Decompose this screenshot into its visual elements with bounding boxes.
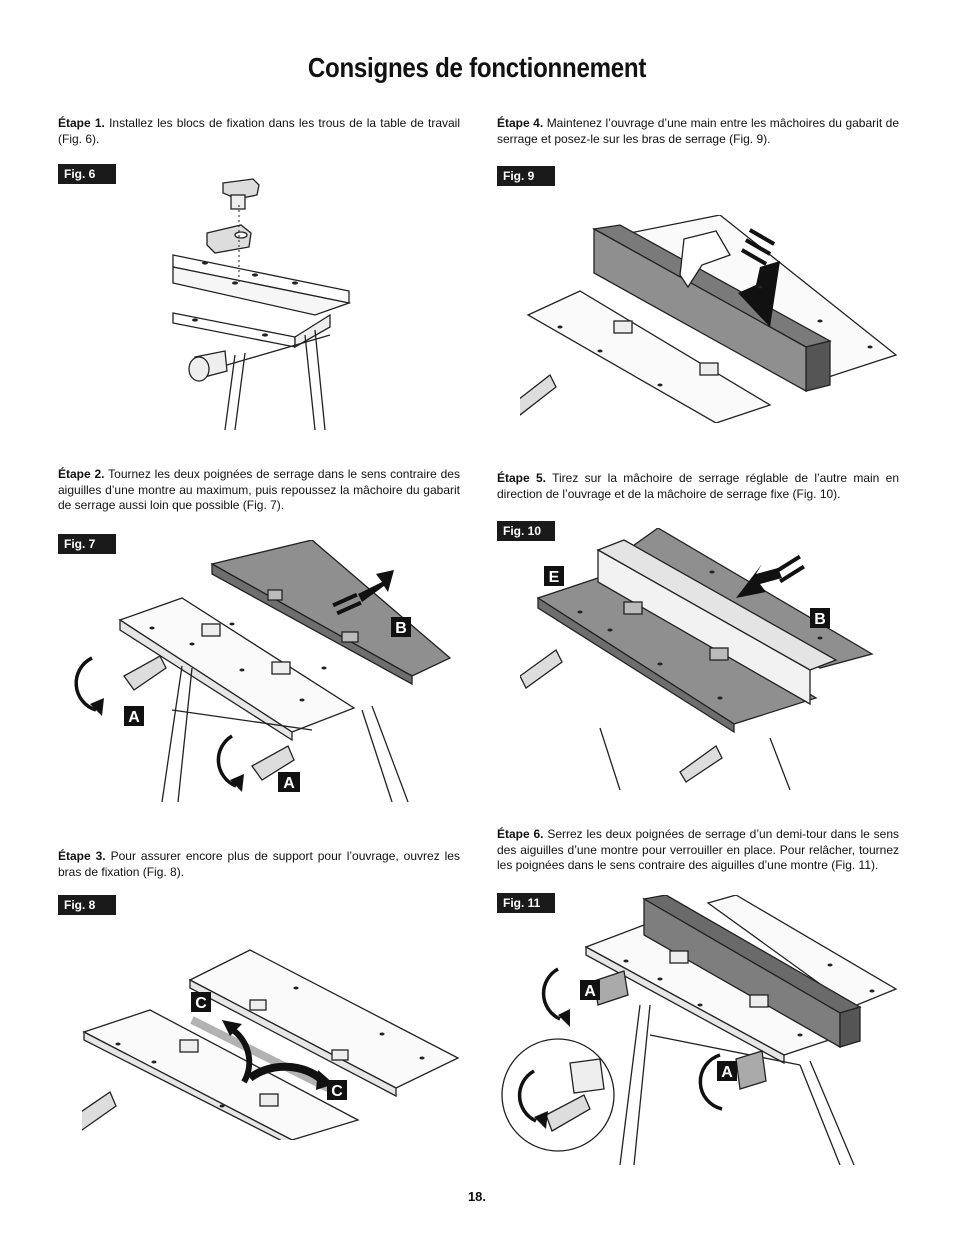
step-6: Étape 6. Serrez les deux poignées de ser… xyxy=(497,827,899,874)
step-1-label: Étape 1. xyxy=(58,116,105,130)
fig-10-callout-b: B xyxy=(814,611,826,628)
step-1: Étape 1. Installez les blocs de fixation… xyxy=(58,116,460,147)
step-4-label: Étape 4. xyxy=(497,116,544,130)
fig-9-illustration xyxy=(520,215,900,423)
fig-7-callout-a1: A xyxy=(128,709,140,726)
step-3: Étape 3. Pour assurer encore plus de sup… xyxy=(58,849,460,880)
fig-10-label: Fig. 10 xyxy=(497,521,555,541)
step-4-text: Maintenez l’ouvrage d’une main entre les… xyxy=(497,116,899,146)
fig-6-illustration xyxy=(165,175,355,430)
step-6-text: Serrez les deux poignées de serrage d’un… xyxy=(497,827,899,872)
fig-6-label: Fig. 6 xyxy=(58,164,116,184)
fig-7-callout-a2: A xyxy=(283,775,295,792)
fig-11-callout-a1: A xyxy=(584,983,596,1000)
step-2: Étape 2. Tournez les deux poignées de se… xyxy=(58,467,460,514)
step-5-label: Étape 5. xyxy=(497,471,547,485)
fig-11-illustration: A A xyxy=(500,895,900,1165)
step-1-text: Installez les blocs de fixation dans les… xyxy=(58,116,461,146)
fig-7-illustration: B A A xyxy=(62,540,454,802)
step-4: Étape 4. Maintenez l’ouvrage d’une main … xyxy=(497,116,899,147)
fig-10-callout-e: E xyxy=(549,569,560,586)
fig-7-label: Fig. 7 xyxy=(58,534,116,554)
fig-11-callout-a2: A xyxy=(721,1064,733,1081)
page-title: Consignes de fonctionnement xyxy=(307,52,647,83)
step-3-label: Étape 3. xyxy=(58,849,106,863)
fig-10-illustration: E B xyxy=(520,528,900,790)
page-number: 18. xyxy=(467,1189,487,1204)
fig-7-callout-b: B xyxy=(395,620,407,637)
fig-8-illustration: C C xyxy=(82,940,460,1140)
fig-11-label: Fig. 11 xyxy=(497,893,555,913)
fig-9-label: Fig. 9 xyxy=(497,166,555,186)
step-2-text: Tournez les deux poignées de serrage dan… xyxy=(58,467,460,512)
step-2-label: Étape 2. xyxy=(58,467,105,481)
step-3-text: Pour assurer encore plus de support pour… xyxy=(58,849,460,879)
step-5-text: Tirez sur la mâchoire de serrage réglabl… xyxy=(497,471,900,501)
fig-8-callout-c2: C xyxy=(331,1083,343,1100)
fig-8-callout-c1: C xyxy=(195,995,207,1012)
step-6-label: Étape 6. xyxy=(497,827,544,841)
step-5: Étape 5. Tirez sur la mâchoire de serrag… xyxy=(497,471,899,502)
fig-8-label: Fig. 8 xyxy=(58,895,116,915)
